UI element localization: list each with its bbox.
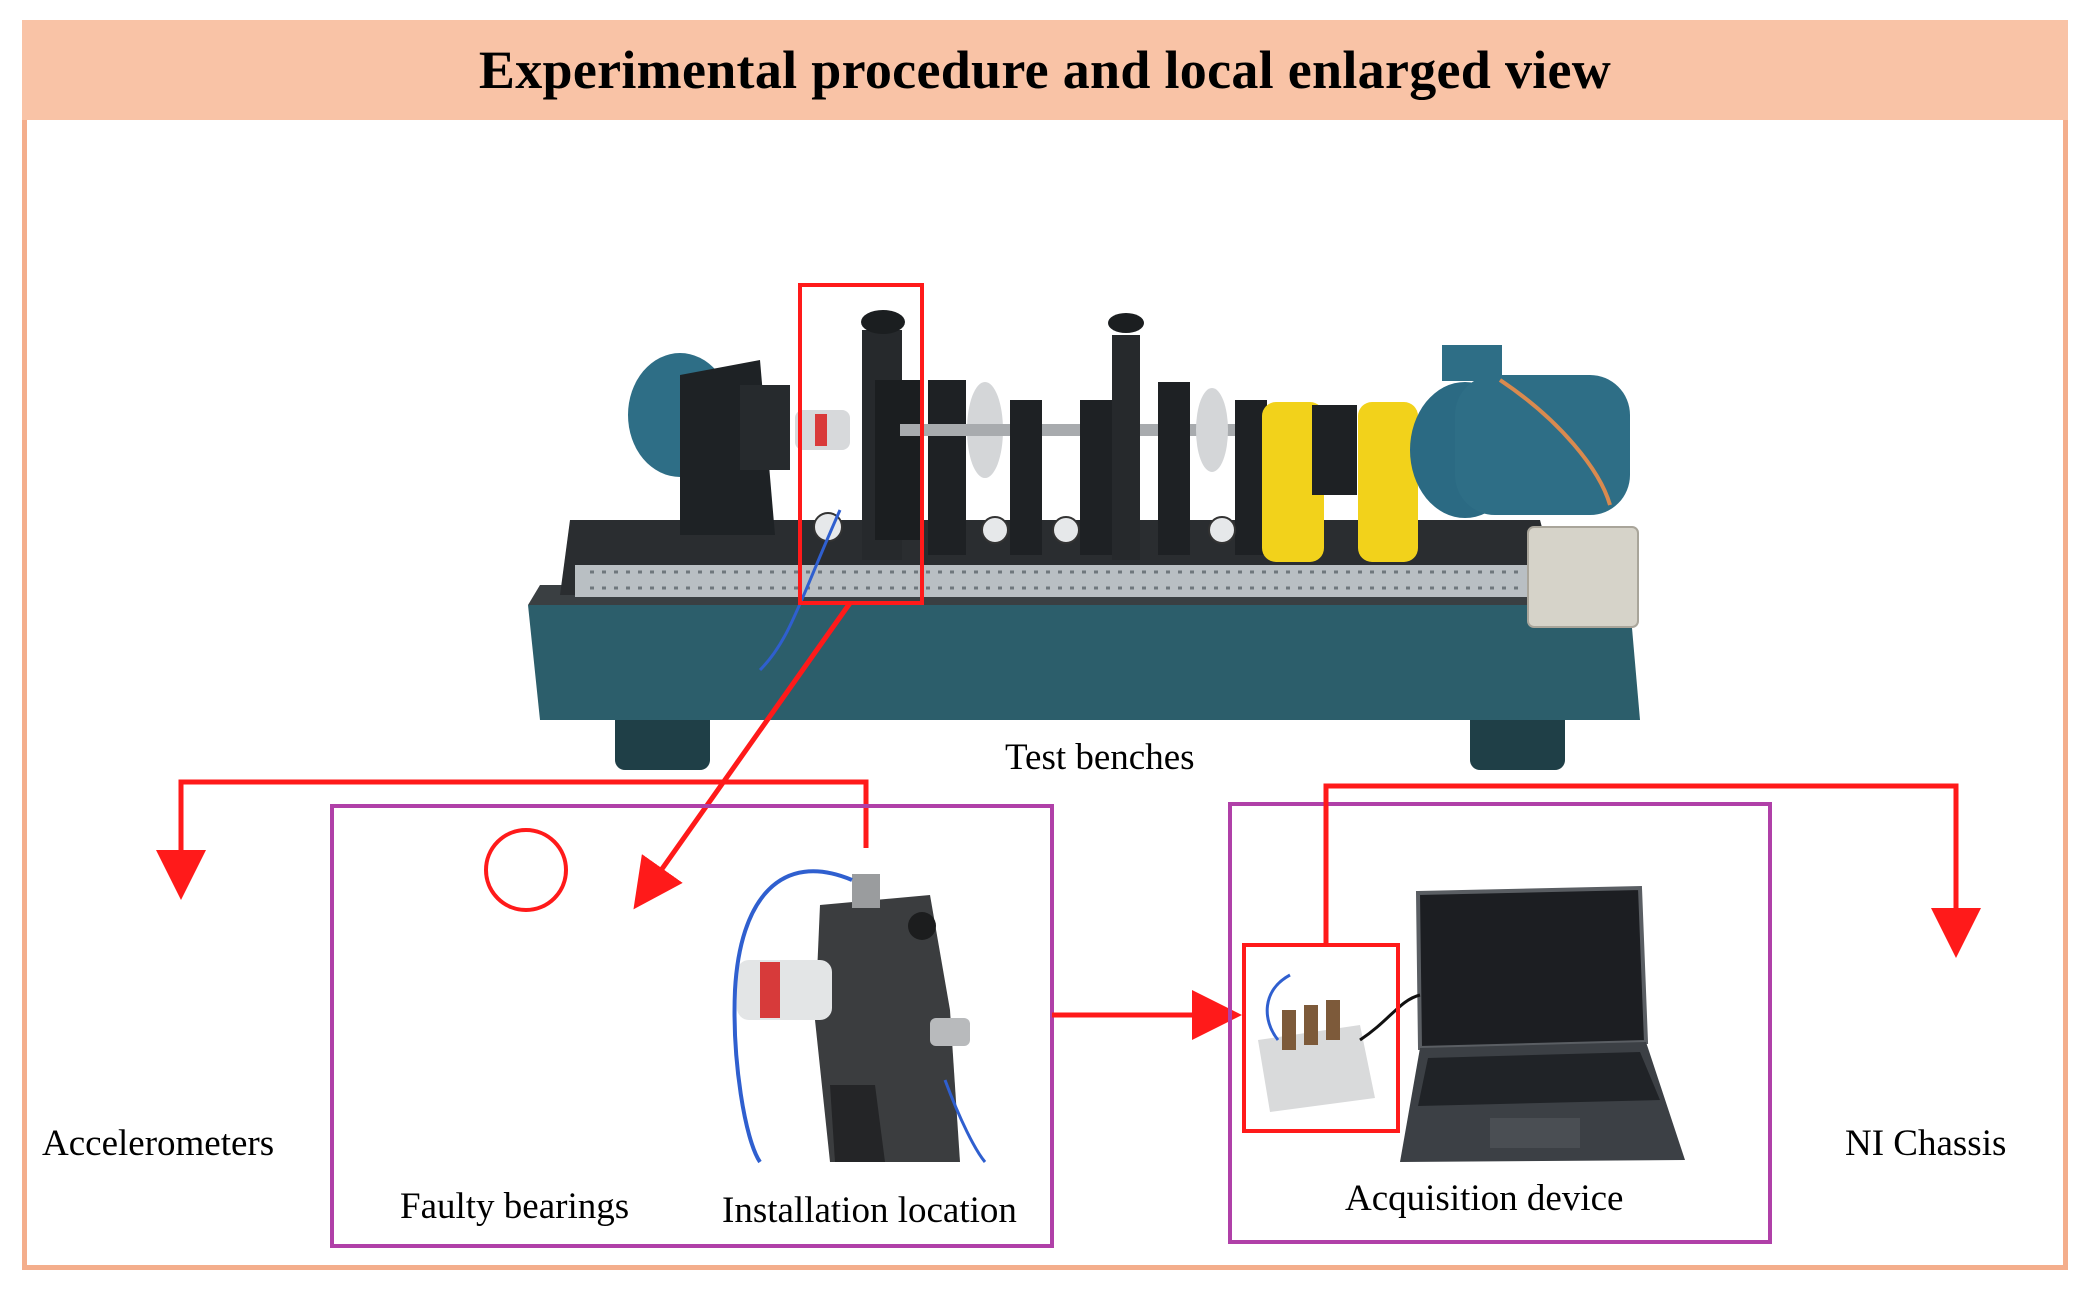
accelerometers-label: Accelerometers (42, 1123, 275, 1164)
bearing-detail-panel (330, 804, 1054, 1248)
handwheel-mid (1108, 313, 1144, 333)
usb-cable (1359, 993, 1421, 1042)
gauge-3 (1052, 516, 1080, 544)
laptop-screen (1415, 885, 1649, 1051)
pedestal-1 (928, 380, 966, 555)
acquisition-panel (1228, 802, 1772, 1244)
installation-location-label: Installation location (722, 1190, 1017, 1231)
laptop-keys (1418, 1052, 1660, 1106)
pedestal-foot-slot (830, 1085, 885, 1162)
figure-title: Experimental procedure and local enlarge… (478, 40, 1612, 100)
laptop-touchpad (1490, 1118, 1580, 1148)
pedestal-5 (1235, 400, 1267, 555)
acquisition-device-label: Acquisition device (1345, 1178, 1624, 1219)
drive-motor-terminal (1442, 345, 1502, 381)
motor-cable (1498, 378, 1612, 506)
rotor-disk-2 (1196, 388, 1228, 472)
yellow-housing-left (1262, 402, 1324, 562)
ni-chassis-label: NI Chassis (1845, 1123, 2007, 1164)
torque-sensor (1312, 405, 1357, 495)
accelerometer-cable (758, 509, 842, 672)
bench-base (528, 605, 1640, 720)
installation-photo (732, 869, 987, 1164)
chassis-highlight-box (1242, 943, 1400, 1133)
handwheel-left (861, 310, 905, 334)
sensor-cable-2 (943, 1079, 987, 1163)
shaft-coupling (737, 960, 832, 1020)
pedestal-hole (908, 912, 936, 940)
coupling-red-jaw (760, 962, 780, 1018)
faulty-bearing-marker (484, 828, 568, 912)
ni-chassis-illustration (1258, 973, 1421, 1112)
chassis-module-2 (1304, 1005, 1318, 1045)
bench-highlight-box (798, 283, 924, 605)
test-bearing-housing (875, 380, 920, 540)
sensor-cable (732, 869, 853, 1164)
pedestal-4 (1158, 382, 1190, 555)
title-bar: Experimental procedure and local enlarge… (22, 20, 2068, 120)
pedestal-2 (1010, 400, 1042, 555)
chassis-module-1 (1282, 1010, 1296, 1050)
zoom-arrow (633, 601, 853, 910)
accelerometer-sensor (852, 874, 880, 908)
gauge-2 (981, 516, 1009, 544)
laptop-illustration (1400, 885, 1685, 1162)
ni-chassis-arrow (1323, 783, 1981, 958)
gauge-4 (1208, 516, 1236, 544)
drive-motor-body (1455, 375, 1630, 515)
brake-flange (740, 385, 790, 470)
cable-tray (575, 565, 1535, 597)
test-benches-label: Test benches (1005, 737, 1195, 778)
shaft-end (930, 1018, 970, 1046)
mid-post (1112, 335, 1140, 560)
test-bench-illustration (528, 310, 1640, 770)
chassis-cable (1265, 973, 1291, 1041)
faulty-bearings-label: Faulty bearings (400, 1186, 630, 1227)
chassis-module-3 (1326, 1000, 1340, 1040)
control-box (1527, 526, 1639, 628)
left-coupling-jaw (815, 414, 827, 446)
yellow-housing-right (1358, 402, 1418, 562)
accelerometer-arrow (156, 779, 869, 900)
pedestal-3 (1080, 400, 1112, 555)
